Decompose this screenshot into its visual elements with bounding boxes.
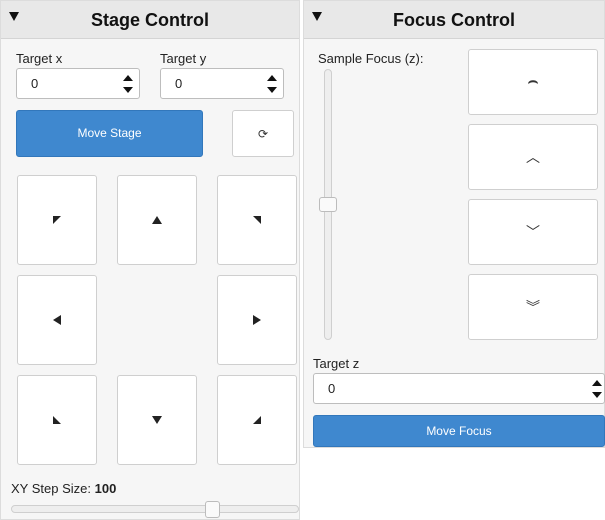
focus-coarse-down-button[interactable]: ︾ [468, 274, 598, 340]
xy-step-size-slider-handle[interactable] [205, 501, 221, 518]
collapse-triangle-icon[interactable] [312, 12, 322, 21]
arrow-left-icon [53, 315, 61, 325]
arrow-up-left-icon [53, 216, 61, 224]
target-y-field[interactable] [160, 68, 284, 99]
refresh-icon: ⟳ [257, 126, 269, 141]
double-chevron-down-icon: ︾ [526, 299, 540, 315]
target-z-decrement-icon[interactable] [592, 392, 602, 398]
move-down-left-button[interactable] [17, 375, 97, 465]
target-z-field[interactable] [313, 373, 605, 404]
focus-control-title: Focus Control [393, 10, 515, 30]
target-x-field[interactable] [16, 68, 140, 99]
move-down-button[interactable] [117, 375, 197, 465]
arrow-down-right-icon [253, 416, 261, 424]
target-z-increment-icon[interactable] [592, 380, 602, 386]
sample-focus-slider-handle[interactable] [319, 197, 337, 212]
target-y-input[interactable] [161, 69, 283, 98]
target-y-decrement-icon[interactable] [267, 87, 277, 93]
move-focus-button[interactable]: Move Focus [313, 415, 605, 447]
chevron-up-icon: ︿ [526, 149, 540, 165]
arrow-down-icon [152, 416, 162, 424]
arrow-right-icon [253, 315, 261, 325]
focus-fine-down-button[interactable]: ﹀ [468, 199, 598, 265]
sample-focus-label: Sample Focus (z): [318, 51, 424, 66]
target-x-increment-icon[interactable] [123, 75, 133, 81]
focus-control-panel: Focus Control Sample Focus (z): ⌢ ︿ ﹀ ︾ … [303, 0, 605, 448]
stage-control-header[interactable]: Stage Control [1, 1, 299, 39]
move-stage-button[interactable]: Move Stage [16, 110, 203, 157]
chevron-down-icon: ﹀ [526, 224, 540, 240]
target-x-decrement-icon[interactable] [123, 87, 133, 93]
move-up-right-button[interactable] [217, 175, 297, 265]
target-x-input[interactable] [17, 69, 139, 98]
xy-step-size-slider[interactable] [11, 505, 299, 513]
xy-step-size-value: 100 [94, 481, 117, 496]
target-y-increment-icon[interactable] [267, 75, 277, 81]
focus-control-header[interactable]: Focus Control [304, 1, 604, 39]
arrow-up-icon [152, 216, 162, 224]
stage-control-title: Stage Control [90, 10, 209, 30]
target-x-label: Target x [16, 51, 63, 66]
xy-step-size-label: XY Step Size: 100 [11, 481, 116, 496]
target-y-label: Target y [160, 51, 207, 66]
move-up-button[interactable] [117, 175, 197, 265]
arrow-up-right-icon [253, 216, 261, 224]
target-z-input[interactable] [314, 374, 604, 403]
focus-fine-up-button[interactable]: ︿ [468, 124, 598, 190]
target-z-label: Target z [313, 356, 360, 371]
move-up-left-button[interactable] [17, 175, 97, 265]
double-chevron-up-icon: ⌢ [527, 73, 539, 90]
move-left-button[interactable] [17, 275, 97, 365]
refresh-position-button[interactable]: ⟳ [232, 110, 294, 157]
move-down-right-button[interactable] [217, 375, 297, 465]
stage-control-panel: Stage Control Target x Target y Move Sta… [0, 0, 300, 520]
collapse-triangle-icon[interactable] [9, 12, 19, 21]
focus-coarse-up-button[interactable]: ⌢ [468, 49, 598, 115]
move-right-button[interactable] [217, 275, 297, 365]
xy-step-size-text: XY Step Size: [11, 481, 91, 496]
arrow-down-left-icon [53, 416, 61, 424]
